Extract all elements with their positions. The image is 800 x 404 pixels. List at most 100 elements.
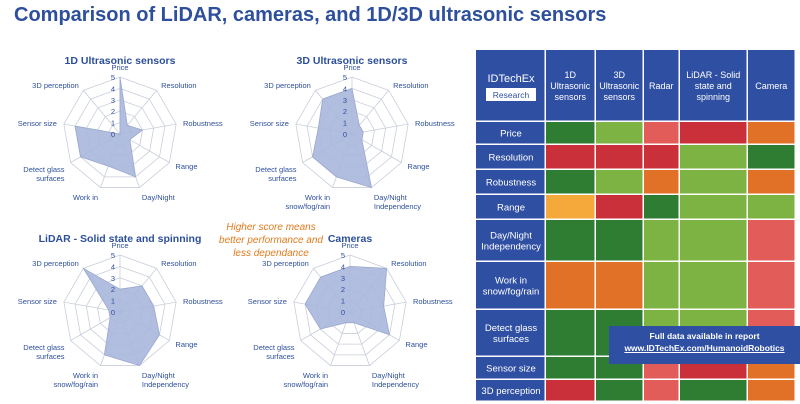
score-cell xyxy=(596,145,643,169)
axis-label: Resolution xyxy=(161,81,196,90)
column-header-label: Radar xyxy=(649,81,674,91)
axis-label: 3D perception xyxy=(262,259,309,268)
score-cell xyxy=(644,122,679,144)
score-cell xyxy=(644,262,679,309)
axis-label: Resolution xyxy=(393,81,428,90)
row-header xyxy=(476,357,545,379)
idtechex-logo: IDTechEx xyxy=(487,73,535,85)
tick-label: 5 xyxy=(343,73,347,82)
tick-label: 2 xyxy=(111,285,115,294)
radar-chart-3d-ultrasonic: 3D Ultrasonic sensors012345PriceResoluti… xyxy=(250,55,455,211)
score-note-line-1: Higher score means xyxy=(226,222,316,233)
score-cell xyxy=(644,145,679,169)
series-area xyxy=(312,87,373,189)
tick-label: 3 xyxy=(111,274,115,283)
score-cell xyxy=(596,380,643,401)
axis-label: Price xyxy=(111,63,128,72)
score-cell xyxy=(680,195,747,219)
grid-ring xyxy=(63,76,177,188)
score-cell xyxy=(748,220,795,261)
axis-label: Resolution xyxy=(391,259,426,268)
score-cell xyxy=(596,195,643,219)
score-note: Higher score means better performance an… xyxy=(210,221,332,260)
axis-label: Sensor size xyxy=(18,119,57,128)
score-note-line-2: better performance and xyxy=(219,235,323,246)
score-cell xyxy=(748,380,795,401)
score-cell xyxy=(546,262,595,309)
grid-ring xyxy=(63,254,177,366)
column-header xyxy=(546,50,595,121)
score-cell xyxy=(596,262,643,309)
axis-label: Range xyxy=(407,162,429,171)
tick-label: 4 xyxy=(341,262,345,271)
corner-cell xyxy=(476,50,545,121)
banner-text: Full data available in report xyxy=(649,331,760,341)
tick-label: 0 xyxy=(111,308,115,317)
row-header xyxy=(476,122,545,144)
row-header xyxy=(476,195,545,219)
tick-label: 5 xyxy=(111,251,115,260)
tick-label: 1 xyxy=(111,297,115,306)
score-cell xyxy=(748,170,795,194)
score-cell xyxy=(546,220,595,261)
full-data-banner[interactable]: Full data available in report www.IDTech… xyxy=(609,326,800,364)
row-header xyxy=(476,145,545,169)
axis-label: 3D perception xyxy=(264,81,311,90)
axis-label: Range xyxy=(175,340,197,349)
tick-label: 5 xyxy=(111,73,115,82)
page-title: Comparison of LiDAR, cameras, and 1D/3D … xyxy=(14,4,607,26)
radar-chart-lidar: LiDAR - Solid state and spinning012345Pr… xyxy=(18,233,223,389)
score-cell xyxy=(596,170,643,194)
axis-label: Robustness xyxy=(183,119,223,128)
score-cell xyxy=(546,170,595,194)
score-cell xyxy=(644,220,679,261)
score-cell xyxy=(596,122,643,144)
tick-label: 3 xyxy=(343,96,347,105)
score-cell xyxy=(748,262,795,309)
score-cell xyxy=(680,262,747,309)
radar-title: LiDAR - Solid state and spinning xyxy=(39,233,202,245)
score-cell xyxy=(596,220,643,261)
radar-title: 1D Ultrasonic sensors xyxy=(65,55,176,67)
column-header xyxy=(680,50,747,121)
score-cell xyxy=(546,380,595,401)
tick-label: 3 xyxy=(341,274,345,283)
score-cell xyxy=(680,145,747,169)
axis-label: Robustness xyxy=(415,119,455,128)
axis-label: Range xyxy=(175,162,197,171)
grid-ring xyxy=(74,87,166,178)
tick-label: 2 xyxy=(343,107,347,116)
score-cell xyxy=(546,145,595,169)
score-cell xyxy=(680,380,747,401)
report-link[interactable]: www.IDTechEx.com/HumanoidRobotics xyxy=(624,343,785,353)
axis-label: Price xyxy=(341,241,358,250)
column-header xyxy=(644,50,679,121)
row-header xyxy=(476,310,545,356)
radar-chart-cameras: Cameras012345PriceResolutionRobustnessRa… xyxy=(248,233,453,389)
axis-label: Price xyxy=(343,63,360,72)
series-area xyxy=(74,76,144,178)
idtechex-logo-sub: Research xyxy=(493,90,530,100)
row-header-label: Price xyxy=(500,128,522,139)
tick-label: 1 xyxy=(341,297,345,306)
score-cell xyxy=(680,220,747,261)
axis-label: Range xyxy=(405,340,427,349)
tick-label: 0 xyxy=(343,130,347,139)
radar-title: Cameras xyxy=(328,233,373,245)
row-header xyxy=(476,170,545,194)
row-header-label: Sensor size xyxy=(486,363,536,374)
